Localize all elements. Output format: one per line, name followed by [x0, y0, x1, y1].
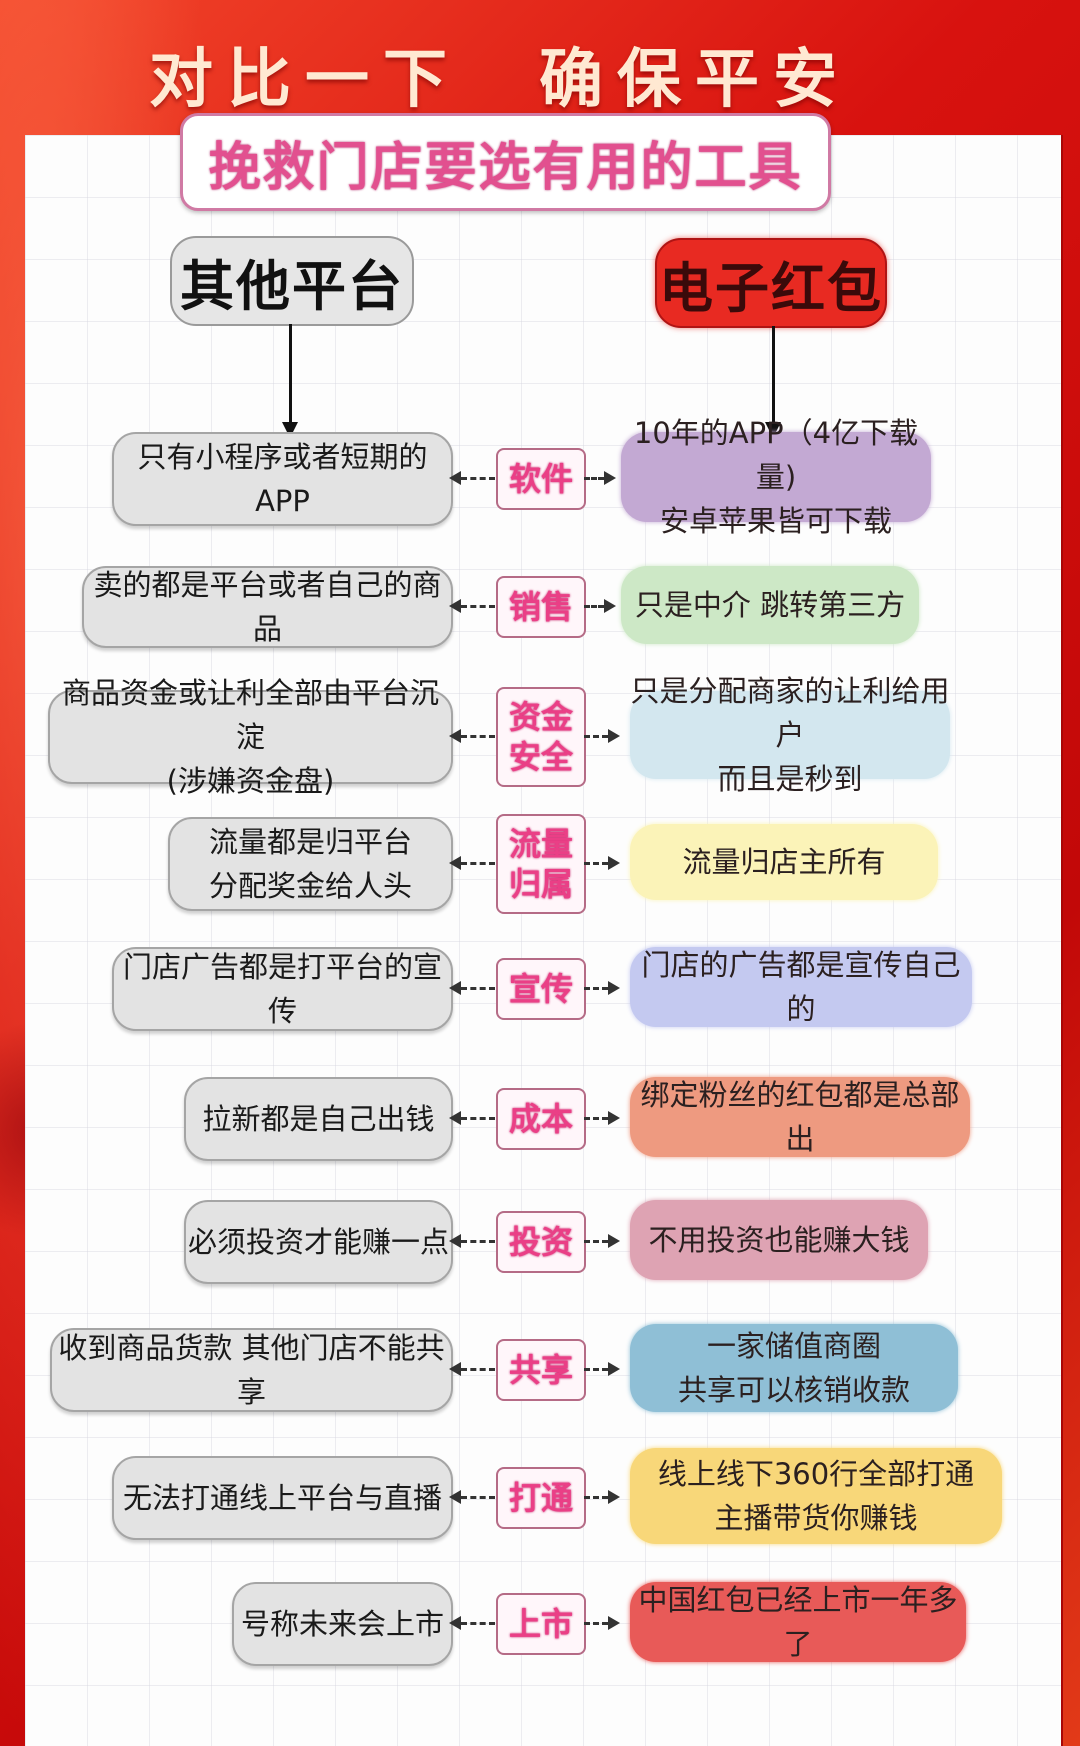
- e-red-packet-box: 门店的广告都是宣传自己的: [630, 947, 972, 1027]
- other-platform-text: 收到商品货款 其他门店不能共享: [58, 1331, 445, 1409]
- category-text: 打通: [508, 1479, 573, 1517]
- other-platform-text: 门店广告都是打平台的宣传: [122, 950, 442, 1028]
- other-platform-box: 拉新都是自己出钱: [184, 1077, 453, 1161]
- dashed-arrow-right: [584, 856, 620, 870]
- column-header-other-platforms: 其他平台: [170, 236, 414, 326]
- category-text: 成本: [508, 1100, 573, 1138]
- e-red-packet-box: 绑定粉丝的红包都是总部出: [630, 1077, 970, 1157]
- other-platform-text: 号称未来会上市: [240, 1607, 444, 1641]
- dashed-arrow-left: [449, 1234, 495, 1248]
- e-red-packet-box: 只是分配商家的让利给用户而且是秒到: [630, 674, 950, 796]
- other-platform-text: 只有小程序或者短期的APP: [137, 440, 428, 518]
- dashed-arrow-right: [584, 1234, 620, 1248]
- e-red-packet-text: 10年的APP（4亿下载量): [633, 416, 919, 494]
- e-red-packet-text: 一家储值商圈: [706, 1329, 881, 1363]
- other-platform-text: 卖的都是平台或者自己的商品: [93, 568, 442, 646]
- category-text: 上市: [508, 1605, 573, 1643]
- other-platform-text: 商品资金或让利全部由平台沉淀: [61, 676, 439, 754]
- other-platform-text: (涉嫌资金盘): [166, 764, 335, 798]
- dashed-arrow-right: [584, 981, 620, 995]
- dashed-arrow-left: [449, 981, 495, 995]
- e-red-packet-box: 流量归店主所有: [630, 824, 938, 900]
- other-platform-box: 卖的都是平台或者自己的商品: [82, 566, 453, 648]
- e-red-packet-box: 10年的APP（4亿下载量) 安卓苹果皆可下载: [621, 416, 931, 538]
- e-red-packet-text: 共享可以核销收款: [677, 1373, 910, 1407]
- category-text: 安全: [508, 738, 573, 776]
- other-platform-text: 分配奖金给人头: [208, 869, 412, 903]
- other-platform-box: 商品资金或让利全部由平台沉淀 (涉嫌资金盘): [48, 676, 453, 798]
- subtitle-banner: 挽救门店要选有用的工具: [180, 113, 831, 211]
- other-platform-box: 只有小程序或者短期的APP: [112, 432, 453, 526]
- category-text: 归属: [508, 865, 573, 903]
- dashed-arrow-left: [449, 729, 495, 743]
- other-platform-box: 门店广告都是打平台的宣传: [112, 947, 453, 1031]
- e-red-packet-box: 一家储值商圈共享可以核销收款: [630, 1324, 958, 1412]
- category-label: 上市: [496, 1593, 586, 1655]
- dashed-arrow-left: [449, 1111, 495, 1125]
- dashed-arrow-left: [449, 1616, 495, 1630]
- category-text: 资金: [508, 698, 573, 736]
- dashed-arrow-left: [449, 1490, 495, 1504]
- dashed-arrow-left: [449, 1362, 495, 1376]
- e-red-packet-box: 只是中介 跳转第三方: [621, 566, 919, 644]
- other-platform-box: 必须投资才能赚一点: [184, 1200, 453, 1284]
- e-red-packet-box: 不用投资也能赚大钱: [630, 1200, 928, 1280]
- e-red-packet-text: 流量归店主所有: [682, 845, 886, 879]
- down-arrow-right: [765, 326, 781, 438]
- category-text: 流量: [508, 825, 573, 863]
- e-red-packet-text: 主播带货你赚钱: [714, 1501, 918, 1535]
- e-red-packet-text: 绑定粉丝的红包都是总部出: [640, 1078, 960, 1156]
- category-label: 软件: [496, 448, 586, 510]
- category-text: 销售: [508, 588, 573, 626]
- down-arrow-left: [282, 324, 298, 438]
- other-platform-text: 流量都是归平台: [208, 825, 412, 859]
- category-label: 打通: [496, 1467, 586, 1529]
- category-text: 投资: [508, 1223, 573, 1261]
- e-red-packet-text: 只是中介 跳转第三方: [634, 588, 906, 622]
- dashed-arrow-right: [584, 1490, 620, 1504]
- e-red-packet-text: 而且是秒到: [717, 762, 863, 796]
- e-red-packet-text: 中国红包已经上市一年多了: [638, 1583, 958, 1661]
- dashed-arrow-left: [449, 471, 495, 485]
- e-red-packet-box: 中国红包已经上市一年多了: [630, 1582, 966, 1662]
- column-header-e-red-packet: 电子红包: [655, 238, 887, 328]
- category-label: 投资: [496, 1211, 586, 1273]
- other-platform-text: 拉新都是自己出钱: [202, 1102, 435, 1136]
- dashed-arrow-left: [449, 856, 495, 870]
- dashed-arrow-right: [584, 1616, 620, 1630]
- other-platform-text: 必须投资才能赚一点: [187, 1225, 449, 1259]
- main-title: 对比一下 确保平安: [149, 43, 851, 117]
- category-label: 宣传: [496, 958, 586, 1020]
- category-label: 共享: [496, 1339, 586, 1401]
- dashed-arrow-left: [449, 599, 495, 613]
- other-platform-box: 号称未来会上市: [232, 1582, 453, 1666]
- category-label: 资金安全: [496, 687, 586, 787]
- e-red-packet-box: 线上线下360行全部打通主播带货你赚钱: [630, 1448, 1002, 1544]
- e-red-packet-text: 安卓苹果皆可下载: [659, 504, 892, 538]
- dashed-arrow-right: [584, 599, 616, 613]
- e-red-packet-text: 只是分配商家的让利给用户: [630, 674, 950, 752]
- category-label: 流量归属: [496, 814, 586, 914]
- dashed-arrow-right: [584, 1111, 620, 1125]
- e-red-packet-text: 门店的广告都是宣传自己的: [641, 948, 961, 1026]
- other-platform-box: 收到商品货款 其他门店不能共享: [50, 1328, 453, 1412]
- dashed-arrow-right: [584, 729, 620, 743]
- other-platform-box: 流量都是归平台分配奖金给人头: [168, 817, 453, 911]
- other-platform-text: 无法打通线上平台与直播: [122, 1481, 442, 1515]
- category-text: 宣传: [508, 970, 573, 1008]
- dashed-arrow-right: [584, 471, 616, 485]
- category-label: 成本: [496, 1088, 586, 1150]
- category-text: 软件: [508, 460, 573, 498]
- dashed-arrow-right: [584, 1362, 620, 1376]
- other-platform-box: 无法打通线上平台与直播: [112, 1456, 453, 1540]
- category-label: 销售: [496, 576, 586, 638]
- category-text: 共享: [508, 1351, 573, 1389]
- e-red-packet-text: 不用投资也能赚大钱: [648, 1223, 910, 1257]
- e-red-packet-text: 线上线下360行全部打通: [657, 1457, 975, 1491]
